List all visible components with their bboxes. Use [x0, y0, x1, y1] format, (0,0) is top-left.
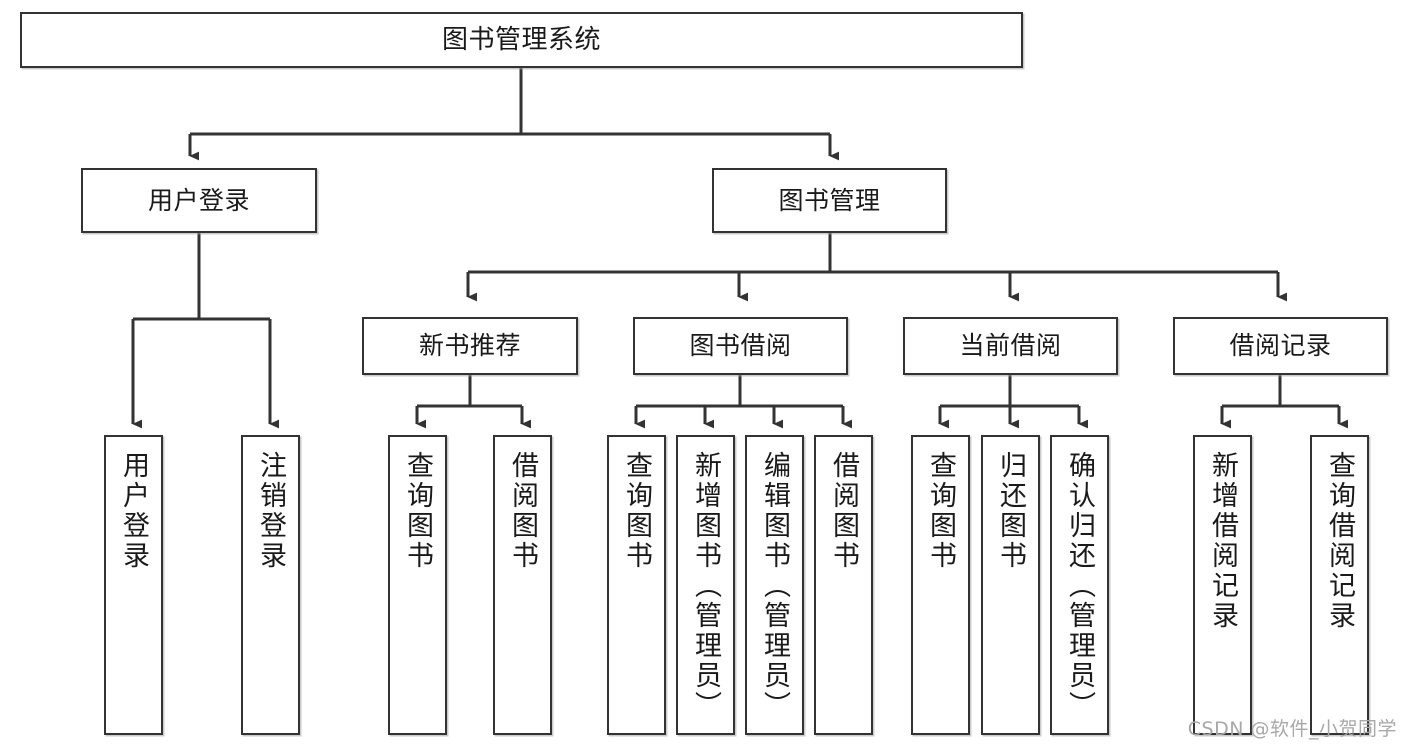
node-book-borrow-label: 图书借阅 [689, 331, 792, 361]
node-current-borrow[interactable]: 当前借阅 [903, 317, 1118, 375]
node-leaf-borrow-book-recommend-label: 借阅图书 [507, 451, 538, 571]
node-leaf-confirm-return-label: 确认归还（管理员） [1064, 451, 1095, 721]
node-leaf-query-borrow-record[interactable]: 查询借阅记录 [1310, 435, 1369, 735]
node-leaf-query-borrow-record-label: 查询借阅记录 [1324, 451, 1355, 631]
node-leaf-edit-book[interactable]: 编辑图书（管理员） [745, 435, 804, 735]
node-leaf-user-login[interactable]: 用户登录 [104, 435, 163, 735]
node-root-label: 图书管理系统 [441, 24, 601, 55]
node-leaf-return-book[interactable]: 归还图书 [981, 435, 1040, 735]
node-leaf-edit-book-label: 编辑图书（管理员） [759, 451, 790, 721]
node-leaf-borrow-book-recommend[interactable]: 借阅图书 [493, 435, 552, 735]
node-new-book-recommend-label: 新书推荐 [418, 331, 521, 361]
node-leaf-logout-label: 注销登录 [255, 451, 286, 571]
watermark: CSDN @软件_小贺同学 [1187, 718, 1397, 740]
node-user-login[interactable]: 用户登录 [81, 168, 317, 233]
node-leaf-add-book-label: 新增图书（管理员） [690, 451, 721, 721]
node-leaf-query-book[interactable]: 查询图书 [607, 435, 666, 735]
node-leaf-query-book-current[interactable]: 查询图书 [911, 435, 970, 735]
node-root[interactable]: 图书管理系统 [20, 12, 1023, 68]
node-book-manage-label: 图书管理 [778, 185, 881, 215]
node-leaf-add-borrow-record[interactable]: 新增借阅记录 [1193, 435, 1252, 735]
node-current-borrow-label: 当前借阅 [959, 331, 1062, 361]
node-leaf-user-login-label: 用户登录 [118, 451, 149, 571]
node-borrow-record[interactable]: 借阅记录 [1173, 317, 1388, 375]
node-book-borrow[interactable]: 图书借阅 [633, 317, 848, 375]
node-leaf-query-book-current-label: 查询图书 [925, 451, 956, 571]
node-user-login-label: 用户登录 [147, 185, 250, 215]
node-leaf-query-book-label: 查询图书 [621, 451, 652, 571]
node-leaf-query-book-recommend[interactable]: 查询图书 [388, 435, 447, 735]
node-new-book-recommend[interactable]: 新书推荐 [362, 317, 578, 375]
node-leaf-borrow-book[interactable]: 借阅图书 [814, 435, 873, 735]
node-leaf-return-book-label: 归还图书 [995, 451, 1026, 571]
node-leaf-confirm-return[interactable]: 确认归还（管理员） [1050, 435, 1109, 735]
node-borrow-record-label: 借阅记录 [1229, 331, 1332, 361]
node-book-manage[interactable]: 图书管理 [712, 168, 947, 233]
node-leaf-borrow-book-label: 借阅图书 [828, 451, 859, 571]
node-leaf-query-book-recommend-label: 查询图书 [402, 451, 433, 571]
node-leaf-logout[interactable]: 注销登录 [241, 435, 300, 735]
node-leaf-add-book[interactable]: 新增图书（管理员） [676, 435, 735, 735]
node-leaf-add-borrow-record-label: 新增借阅记录 [1207, 451, 1238, 631]
